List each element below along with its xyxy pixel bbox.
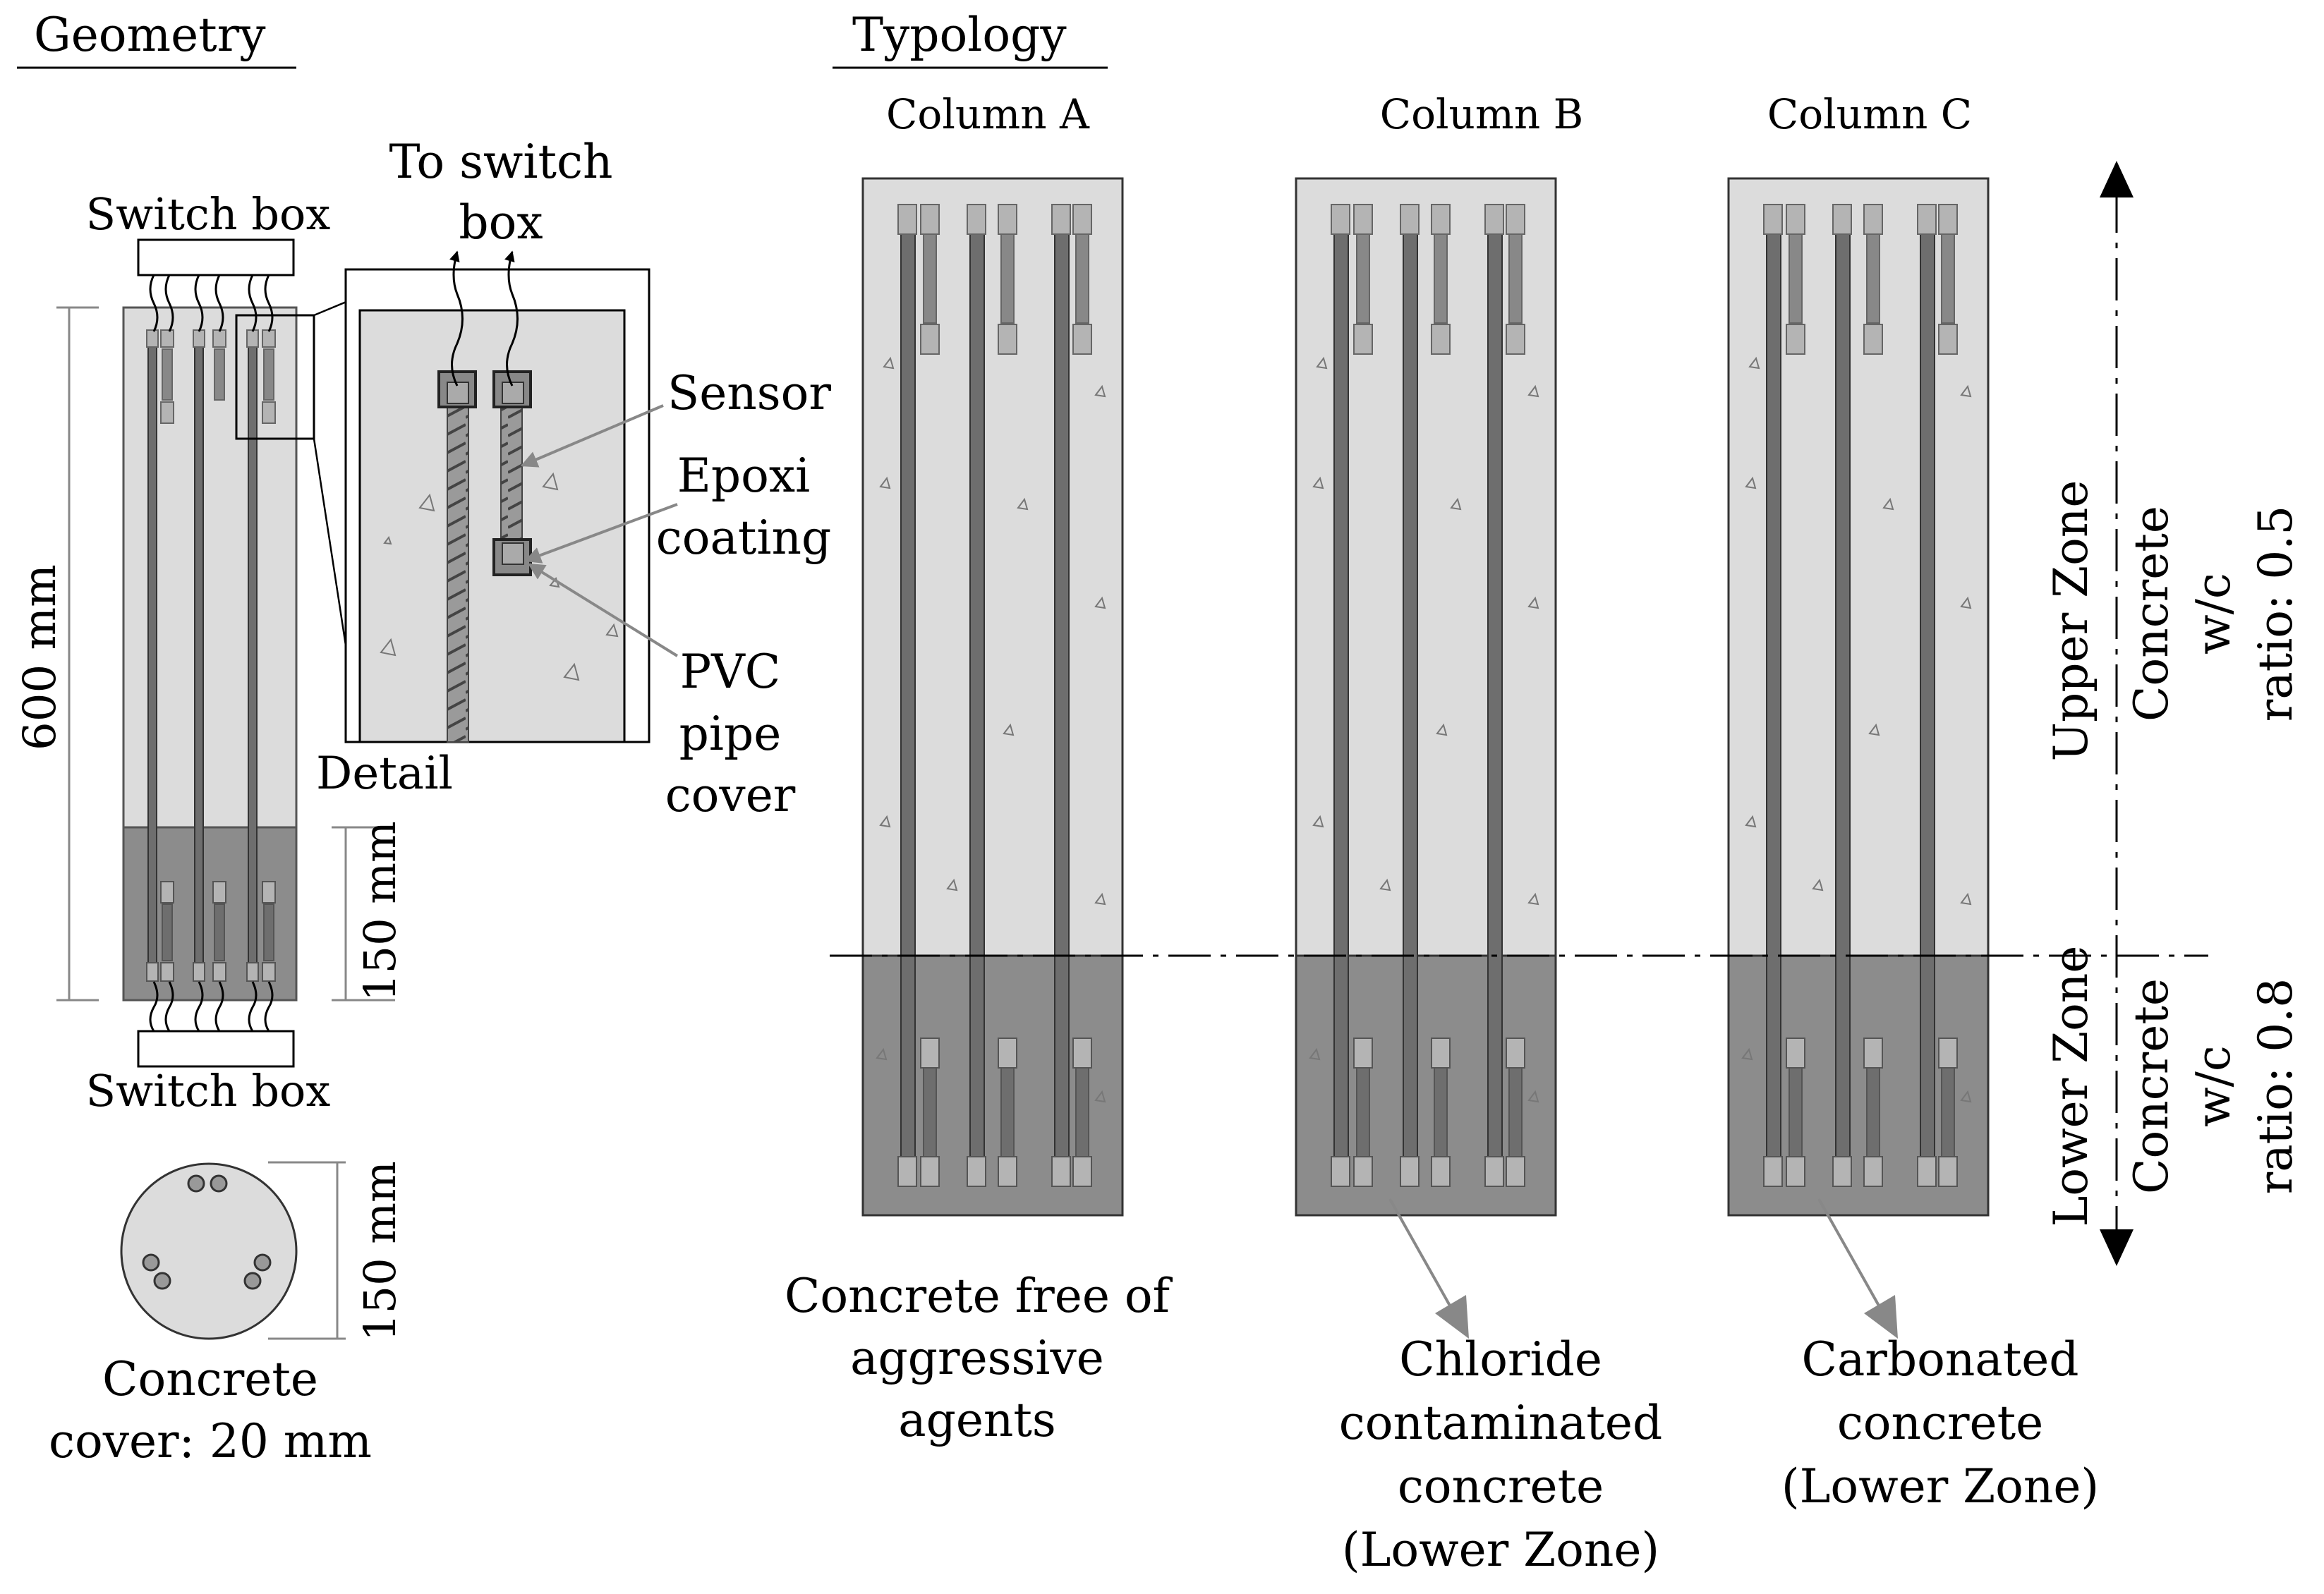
lower-concrete-line2: w/c (2186, 1045, 2241, 1127)
concrete-cover-line2: cover: 20 mm (49, 1414, 372, 1468)
zone-axis: Upper Zone Concrete w/c ratio: 0.5 Lower… (2044, 161, 2303, 1266)
upper-concrete-line2: w/c (2186, 573, 2241, 655)
dimension-lower-150 (332, 826, 395, 1002)
column-c-caption-line: (Lower Zone) (1781, 1459, 2099, 1514)
geometry-wires-bottom (149, 981, 274, 1032)
lower-concrete-line1: Concrete (2124, 978, 2179, 1194)
lower-zone-label: Lower Zone (2044, 946, 2098, 1227)
geometry-heading: Geometry (34, 8, 266, 62)
epoxi-label-line1: Epoxi (677, 449, 811, 503)
detail-label: Detail (316, 748, 453, 800)
geometry-lower-sensors (146, 881, 276, 982)
typology-heading: Typology (852, 8, 1067, 62)
epoxi-label-line2: coating (656, 511, 831, 565)
zone-axis-arrow-up (2100, 161, 2134, 197)
zone-axis-arrow-down (2100, 1229, 2134, 1266)
geometry-column: Switch box (14, 188, 406, 1117)
dimension-lower-150-label: 150 mm (354, 821, 406, 1002)
geometry-rebar-3 (248, 331, 258, 981)
switch-box-top-label: Switch box (86, 188, 331, 240)
column-b-caption-line: (Lower Zone) (1342, 1523, 1659, 1577)
column-c-pointer-arrowhead (1864, 1295, 1898, 1339)
column-a-caption: Concrete free of aggressive agents (785, 1269, 1173, 1447)
upper-zone-label: Upper Zone (2044, 480, 2098, 762)
column-b-caption-line: concrete (1398, 1459, 1604, 1514)
column-b-pointer-arrowhead (1435, 1295, 1469, 1339)
column-b-caption-line: Chloride (1399, 1332, 1602, 1387)
sensor-label: Sensor (667, 366, 831, 420)
pvc-label-line2: pipe (679, 707, 782, 761)
detail-view: To switch box Detail Sensor Epoxi coatin… (316, 135, 831, 822)
column-c-caption: Carbonated concrete (Lower Zone) (1781, 1332, 2099, 1514)
column-b-caption: Chloride contaminated concrete (Lower Zo… (1339, 1332, 1662, 1577)
to-switch-box-line2: box (459, 195, 543, 250)
detail-callout (235, 314, 315, 440)
detail-sensor-caps (437, 370, 532, 576)
detail-pointers (520, 404, 679, 657)
column-b-instrumentation (1309, 204, 1539, 1187)
column-c-pointer (1817, 1198, 1884, 1313)
column-c-instrumentation (1741, 204, 1972, 1187)
dimension-600 (56, 306, 99, 1002)
dimension-600-label: 600 mm (14, 564, 66, 750)
column-b-pointer (1388, 1198, 1455, 1313)
column-a-caption-line: aggressive (850, 1331, 1104, 1385)
column-a-caption-line: agents (898, 1393, 1056, 1447)
to-switch-box-line1: To switch (389, 135, 612, 189)
pvc-label-line3: cover (665, 768, 796, 822)
detail-aggregates (380, 472, 619, 681)
concrete-cover-line1: Concrete (102, 1352, 318, 1406)
typology-columns: Column A Column B Column C (830, 90, 2208, 1217)
switch-box-top (137, 238, 295, 276)
column-a-instrumentation (876, 204, 1106, 1187)
upper-concrete-line1: Concrete (2124, 506, 2179, 722)
column-c-title: Column C (1767, 90, 1972, 138)
cross-section-dimension (268, 1161, 346, 1340)
column-c-caption-line: Carbonated (1801, 1332, 2078, 1387)
lower-concrete-line3: ratio: 0.8 (2249, 978, 2303, 1194)
detail-rebar-1 (447, 401, 469, 743)
geometry-upper-sensors (146, 329, 276, 424)
geometry-rebar-2 (194, 331, 204, 981)
switch-box-bottom-label: Switch box (86, 1065, 331, 1117)
column-b-title: Column B (1380, 90, 1584, 138)
switch-box-bottom (137, 1030, 295, 1068)
column-b-caption-line: contaminated (1339, 1396, 1662, 1450)
geometry-rebar-1 (147, 331, 157, 981)
geometry-wires-top (149, 274, 274, 332)
pvc-label-line1: PVC (680, 645, 781, 699)
upper-concrete-line3: ratio: 0.5 (2249, 506, 2303, 722)
detail-wires (449, 250, 519, 387)
detail-rebar-2 (500, 401, 523, 544)
column-a-title: Column A (886, 90, 1090, 138)
cross-section-dimension-label: 150 mm (354, 1161, 406, 1341)
column-c-caption-line: concrete (1837, 1396, 2043, 1450)
cross-section: 150 mm Concrete cover: 20 mm (49, 1161, 406, 1468)
cross-section-bars (142, 1174, 272, 1290)
cross-section-circle (120, 1162, 298, 1340)
detail-concrete (358, 309, 626, 743)
column-a-caption-line: Concrete free of (785, 1269, 1173, 1323)
